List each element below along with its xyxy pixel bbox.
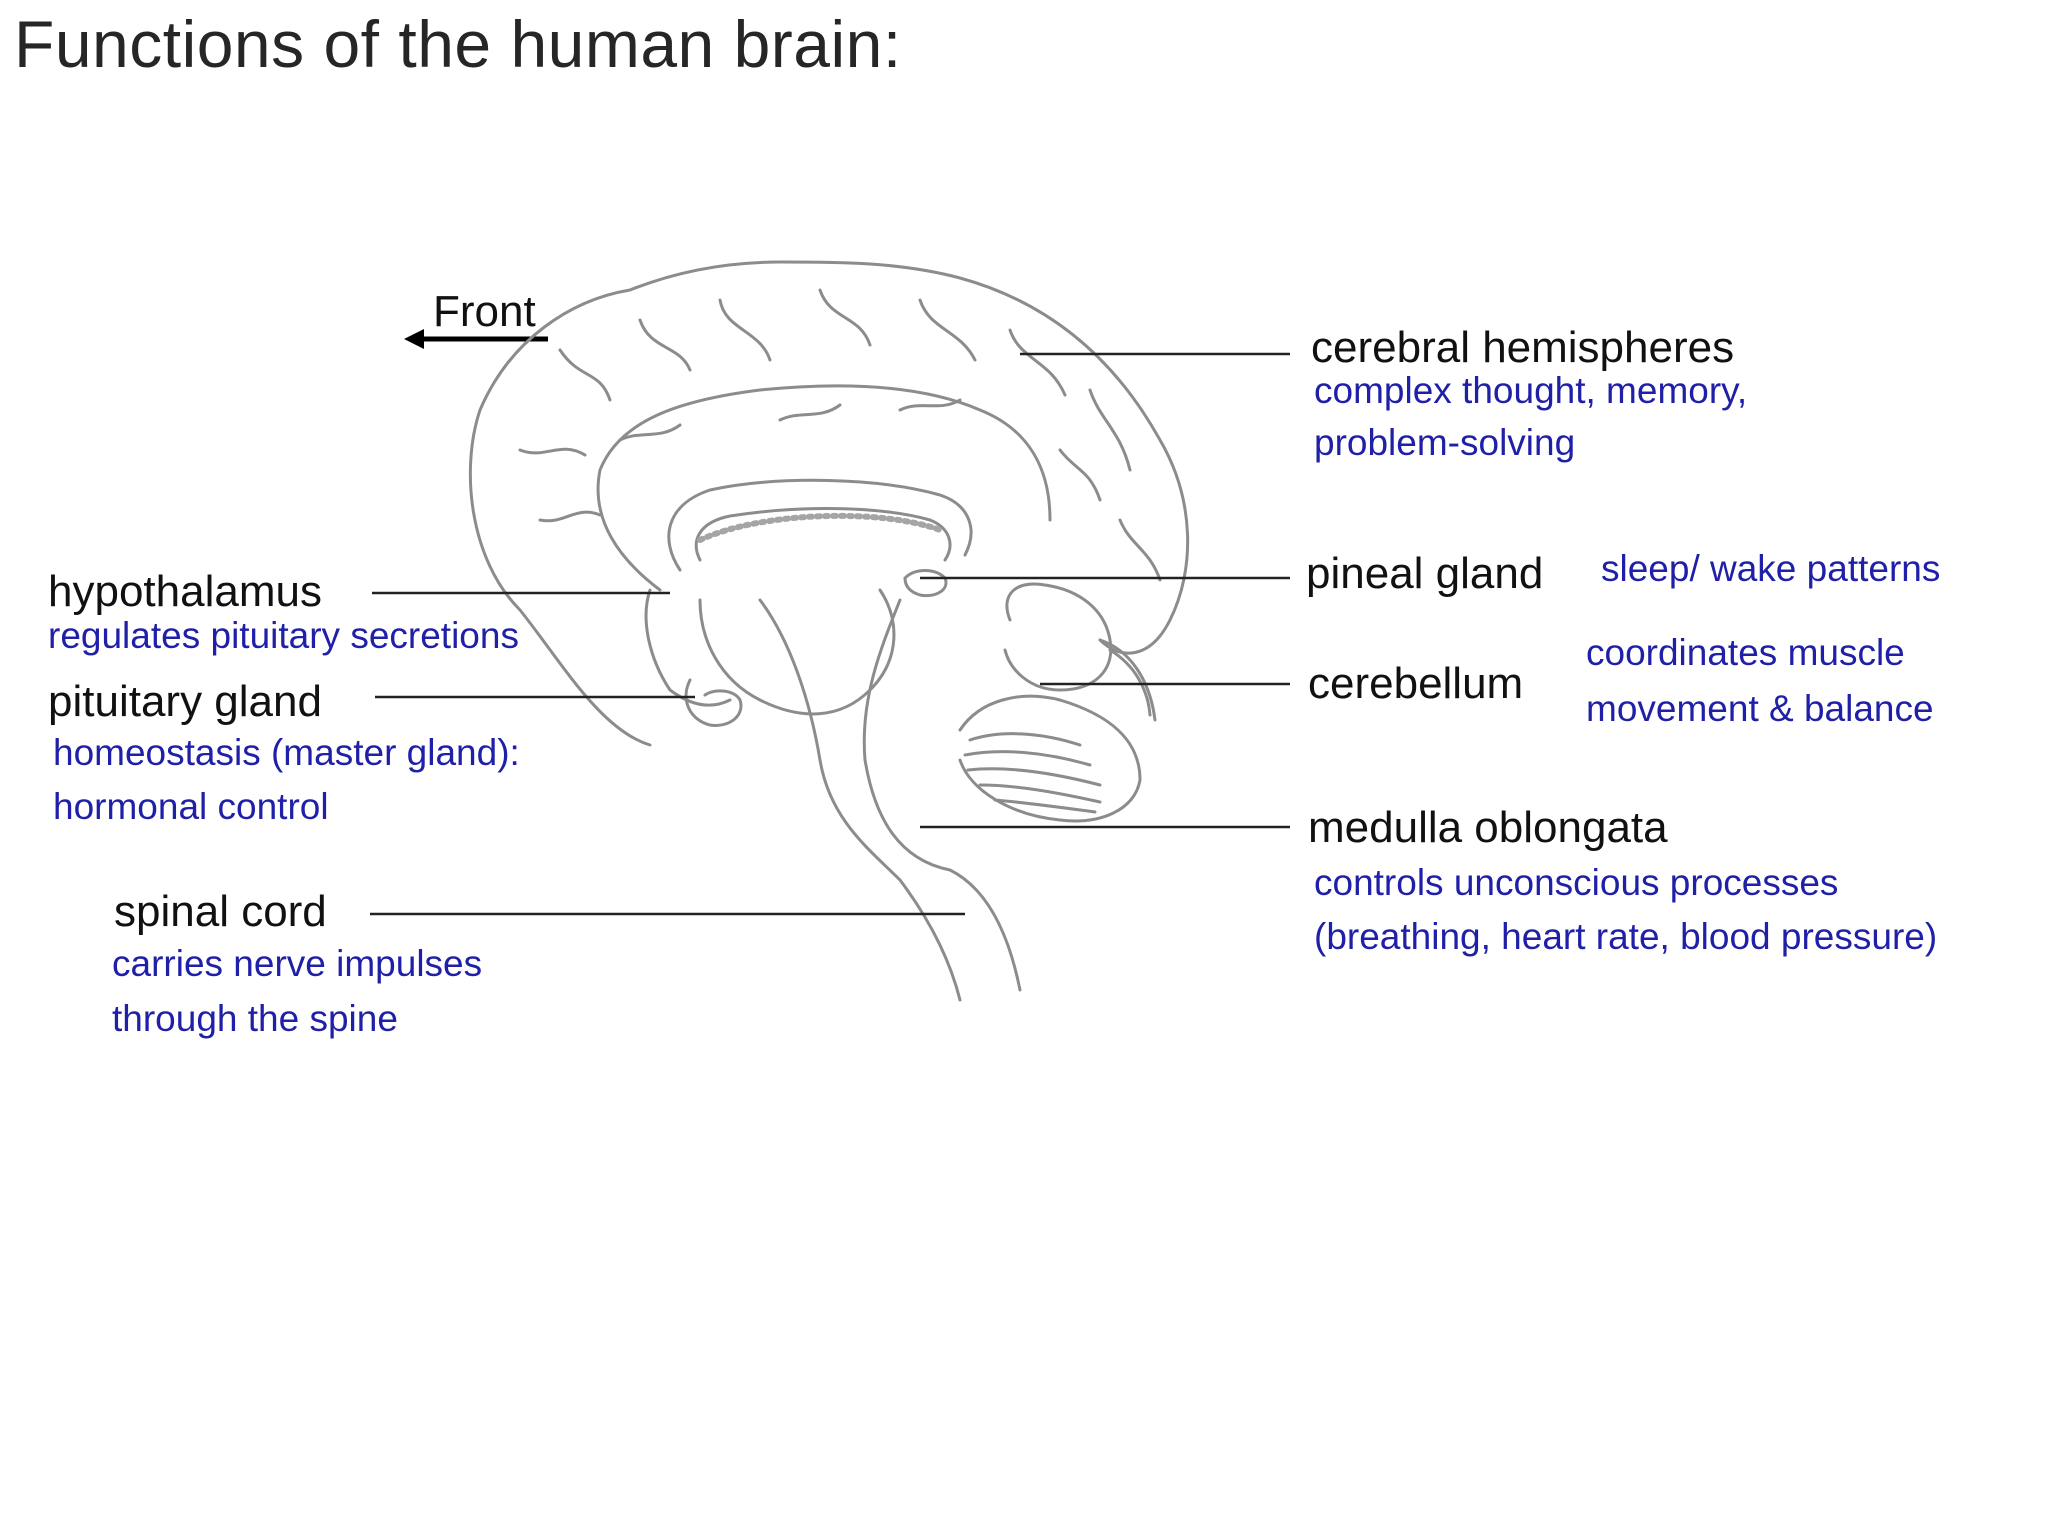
function-pituitary-line-1: homeostasis (master gland): xyxy=(53,732,520,773)
function-spinal-line-1: carries nerve impulses xyxy=(112,943,483,984)
function-cerebellum-line-1: coordinates muscle xyxy=(1586,632,1905,673)
brain-outline xyxy=(468,260,1190,1002)
label-medulla-oblongata: medulla oblongata xyxy=(1308,803,1668,852)
page-title: Functions of the human brain: xyxy=(14,7,902,81)
function-spinal-line-2: through the spine xyxy=(112,998,398,1039)
label-hypothalamus: hypothalamus xyxy=(48,567,322,616)
function-medulla-line-2: (breathing, heart rate, blood pressure) xyxy=(1314,916,1938,957)
function-cerebellum-line-2: movement & balance xyxy=(1586,688,1934,729)
label-cerebral-hemispheres: cerebral hemispheres xyxy=(1311,323,1735,372)
function-pituitary-line-2: hormonal control xyxy=(53,786,329,827)
label-cerebellum: cerebellum xyxy=(1308,659,1524,708)
function-medulla-line-1: controls unconscious processes xyxy=(1314,862,1839,903)
front-arrow xyxy=(404,329,548,349)
function-hypothalamus: regulates pituitary secretions xyxy=(48,615,519,656)
leader-lines xyxy=(370,352,1290,916)
label-spinal-cord: spinal cord xyxy=(114,887,327,936)
function-cerebral-line-2: problem-solving xyxy=(1314,422,1576,463)
label-pituitary-gland: pituitary gland xyxy=(48,677,322,726)
front-label: Front xyxy=(433,287,536,336)
function-pineal: sleep/ wake patterns xyxy=(1601,548,1941,589)
function-cerebral-line-1: complex thought, memory, xyxy=(1314,370,1748,411)
label-pineal-gland: pineal gland xyxy=(1306,549,1544,598)
